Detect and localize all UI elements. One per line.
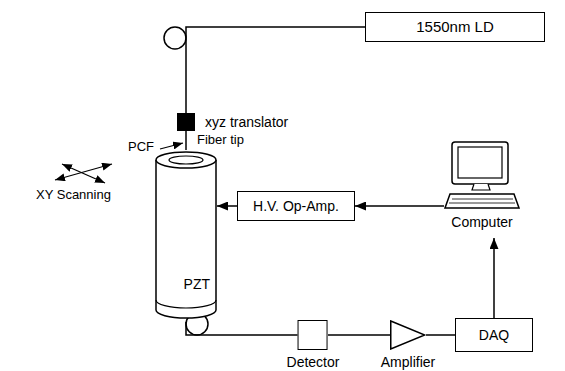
- computer: Computer: [444, 140, 520, 230]
- signal-arrow: [217, 205, 237, 207]
- leader-arrow: [160, 143, 183, 149]
- part-label: PCF: [128, 140, 154, 155]
- node-text: Detector: [287, 354, 340, 370]
- computer-icon: [444, 140, 520, 210]
- part-label: Fiber tip: [197, 133, 244, 148]
- node-text: xyz translator: [205, 114, 288, 130]
- scan-arrow: [55, 164, 112, 180]
- fiber-line: [186, 322, 298, 335]
- translator: xyz translator: [177, 113, 288, 131]
- fiber-coil: [164, 27, 186, 49]
- fiber-line: [186, 27, 365, 113]
- scan-arrow: [62, 164, 105, 183]
- laser-box: 1550nm LD: [365, 12, 545, 42]
- node-text: Computer: [451, 214, 512, 230]
- amplifier: Amplifier: [381, 320, 435, 370]
- detector-box: [298, 320, 328, 350]
- amplifier-box: H.V. Op-Amp.: [237, 191, 355, 221]
- node-text: 1550nm LD: [416, 18, 494, 35]
- node-text: PZT: [184, 276, 210, 292]
- node-text: H.V. Op-Amp.: [253, 198, 339, 214]
- daq-box: DAQ: [455, 318, 533, 352]
- pzt-scanner: PZT: [155, 150, 217, 322]
- fiber-line: [185, 131, 187, 150]
- signal-arrow: [493, 238, 495, 318]
- fiber-line: [328, 334, 390, 336]
- node-text: DAQ: [479, 327, 509, 343]
- pzt-cylinder: [155, 150, 217, 322]
- detector: Detector: [287, 320, 340, 370]
- part-label: XY Scanning: [36, 188, 111, 203]
- fiber-line: [426, 334, 455, 336]
- translator-block: [177, 113, 195, 131]
- amplifier-triangle: [390, 320, 426, 350]
- node-text: Amplifier: [381, 354, 435, 370]
- signal-arrow: [355, 205, 444, 207]
